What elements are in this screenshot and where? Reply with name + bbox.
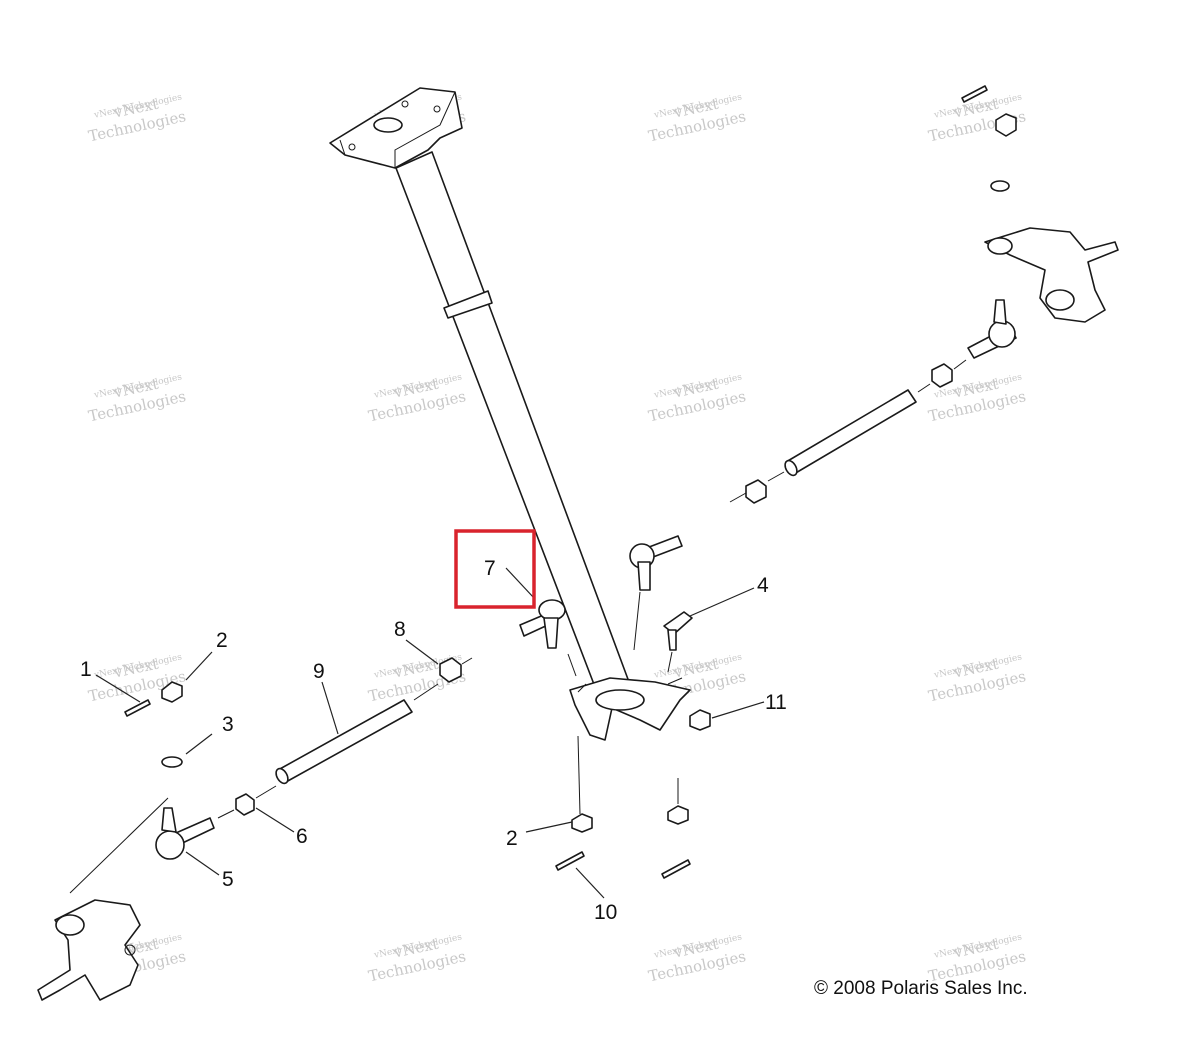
left-small-parts	[124, 681, 183, 768]
copyright-notice: © 2008 Polaris Sales Inc.	[814, 978, 1028, 999]
guide-lines	[69, 359, 967, 894]
left-spindle	[37, 899, 141, 1001]
left-jam-nut	[235, 793, 255, 816]
right-jam-nut-lower	[745, 479, 767, 504]
center-tie-rod-end-7	[519, 599, 566, 649]
left-tie-rod	[275, 699, 413, 785]
callout-5: 5	[222, 868, 234, 891]
center-nuts	[555, 709, 711, 879]
left-tie-rod-end	[155, 807, 215, 860]
right-spindle	[984, 227, 1119, 323]
highlight-box	[454, 529, 536, 609]
right-small-parts	[961, 85, 1017, 192]
callout-8: 8	[394, 618, 406, 641]
callout-labels: 1 2 3 4 5 6 7 8 9 10 11 2	[80, 557, 787, 924]
callout-7: 7	[484, 557, 496, 580]
right-jam-nut-upper	[931, 363, 953, 388]
right-tie-rod	[784, 389, 917, 477]
center-tie-rod-end-upper	[629, 535, 683, 591]
callout-4: 4	[757, 574, 769, 597]
callout-3: 3	[222, 713, 234, 736]
callout-1: 1	[80, 658, 92, 681]
steering-column	[329, 87, 691, 741]
center-bolt-4	[663, 611, 693, 651]
callout-2-left: 2	[216, 629, 228, 652]
right-tie-rod-end	[967, 299, 1017, 359]
left-nut-8	[439, 657, 462, 683]
callout-9: 9	[313, 660, 325, 683]
callout-10: 10	[594, 901, 617, 924]
callout-11: 11	[765, 691, 787, 714]
callout-6: 6	[296, 825, 308, 848]
callout-leaders	[95, 567, 765, 899]
callout-2-lower: 2	[506, 827, 518, 850]
